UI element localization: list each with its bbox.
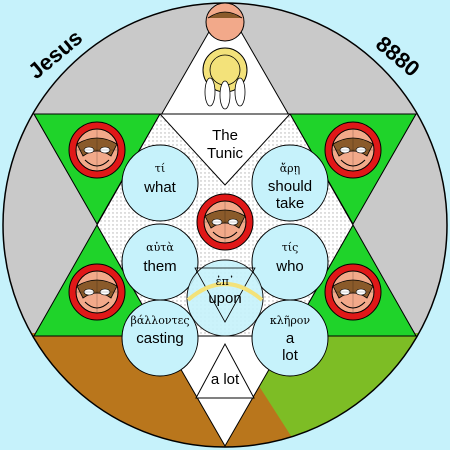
english-them: them [143, 258, 176, 275]
medallion-left-top [68, 121, 126, 179]
greek-who: τίς [282, 241, 299, 254]
medallion-right-top [324, 121, 382, 179]
english-a: a [286, 330, 295, 347]
bubble-should-take [251, 144, 329, 222]
medallion-left-bottom [68, 263, 126, 321]
english-lot: lot [282, 347, 299, 364]
bubble-casting [121, 299, 199, 377]
apex-head-medallion [205, 2, 245, 42]
bubble-what [121, 144, 199, 222]
greek-upon: ἐπ᾽ [216, 275, 235, 288]
greek-them: αὐτὰ [146, 241, 174, 254]
bottom-label: a lot [211, 371, 240, 388]
bottom-label-triangle [195, 342, 255, 399]
bubble-upon [186, 259, 264, 337]
tunic-line1: The [212, 127, 238, 144]
english-what: what [143, 179, 177, 196]
english-upon: upon [208, 290, 241, 307]
greek-what: τί [155, 162, 165, 175]
medallion-center [196, 193, 254, 251]
english-should: should [268, 178, 312, 195]
english-who: who [275, 258, 304, 275]
medallion-right-bottom [324, 263, 382, 321]
greek-lot: κλῆρον [270, 314, 311, 327]
bubble-a-lot [251, 299, 329, 377]
tunic-line2: Tunic [207, 145, 244, 162]
greek-casting: βάλλοντες [131, 314, 190, 327]
greek-should: ἄρῃ [280, 162, 301, 175]
english-take: take [276, 195, 304, 212]
top-label-triangle [158, 113, 292, 186]
english-casting: casting [136, 330, 184, 347]
